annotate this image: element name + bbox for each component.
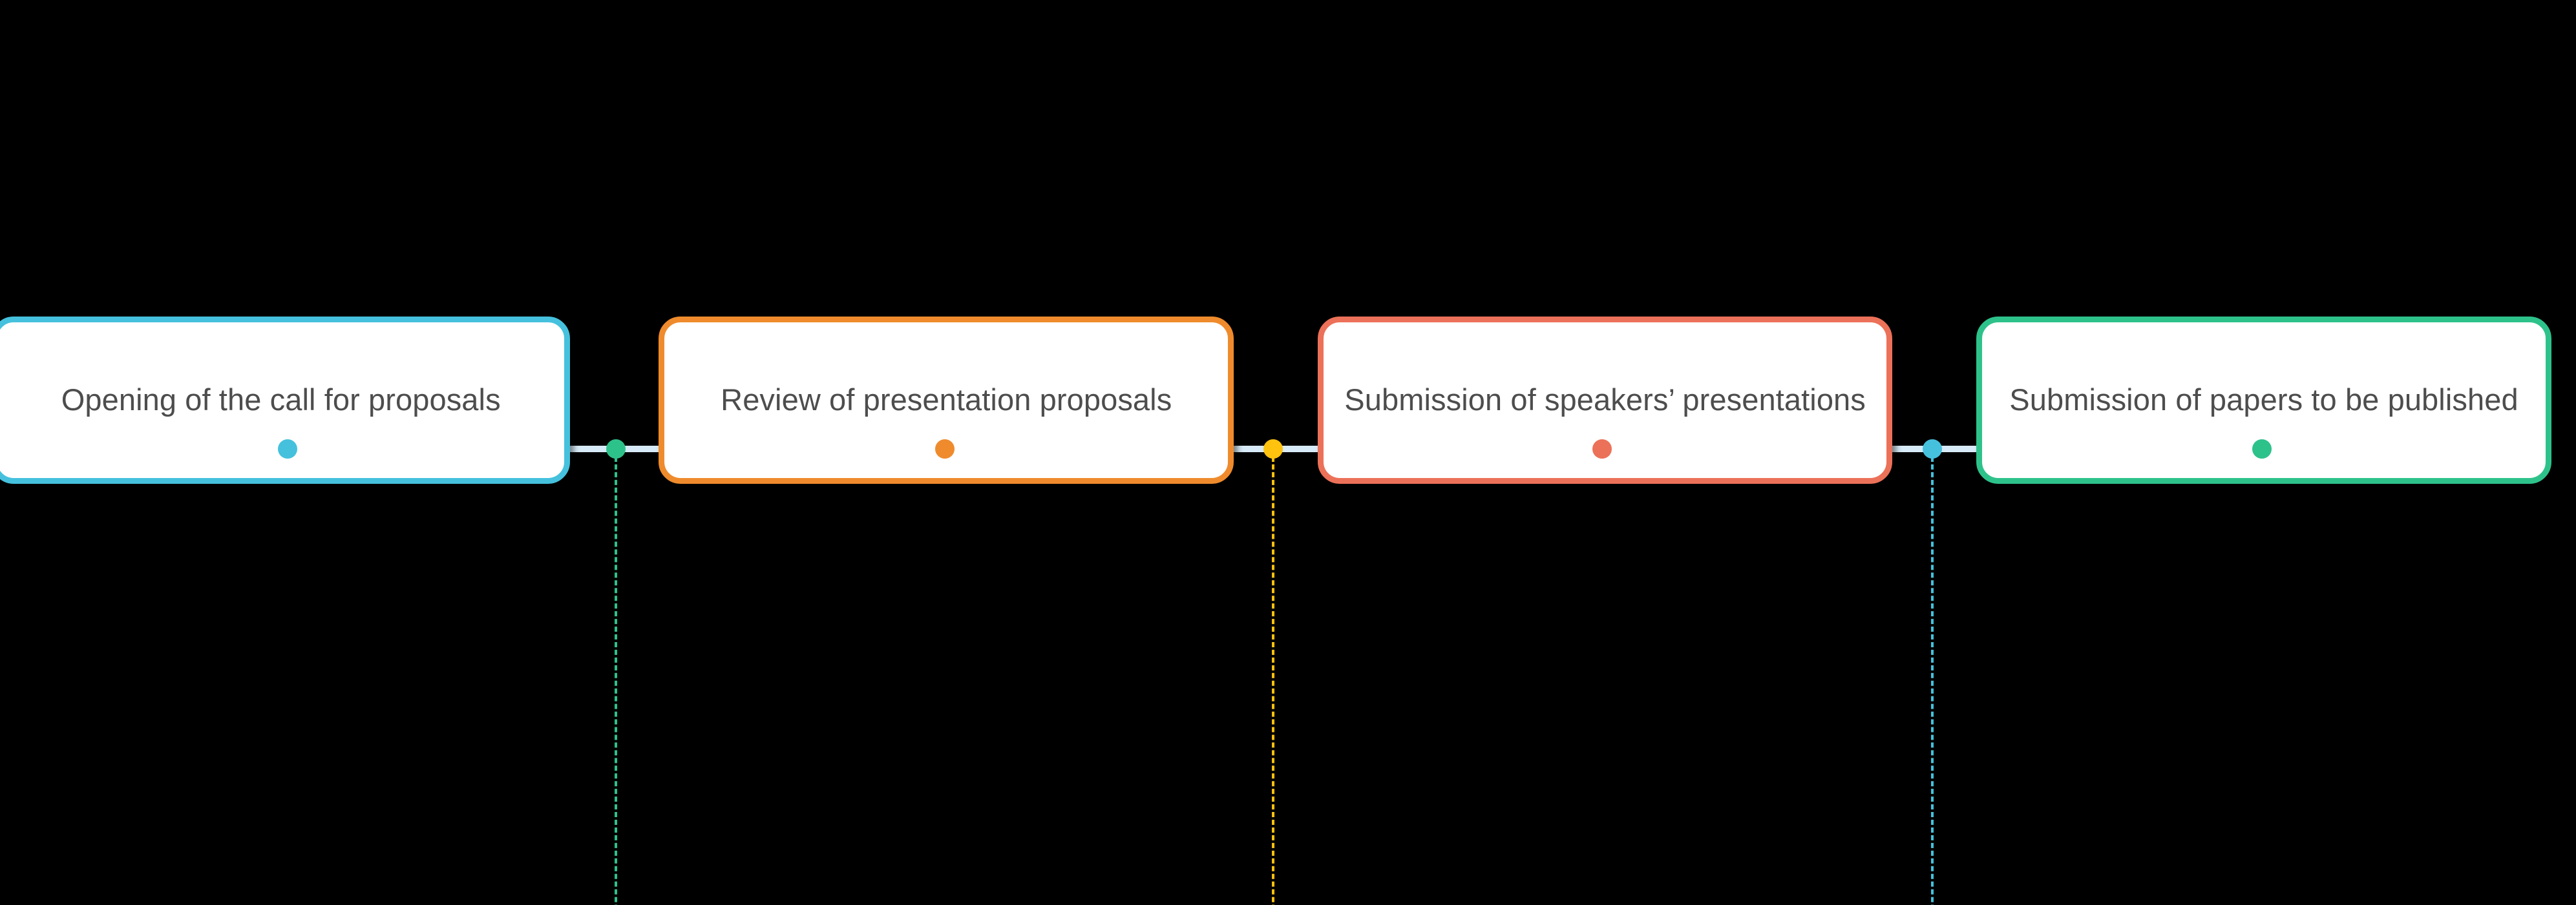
- milestone-dot-papers-publication[interactable]: [2252, 439, 2272, 459]
- event-box-papers-publication[interactable]: Submission of papers to be published: [1976, 316, 2551, 484]
- connector-line: [1930, 449, 1934, 905]
- event-box-label: Submission of papers to be published: [2009, 382, 2518, 417]
- milestone-dot-opening-call[interactable]: [277, 439, 297, 459]
- timeline-axis-line: [0, 446, 2507, 452]
- connector-line: [1272, 449, 1275, 905]
- connector-line: [615, 449, 618, 905]
- milestone-dot-review-proposals[interactable]: [934, 439, 955, 459]
- milestone-dot-abstracts-submission[interactable]: [606, 439, 626, 459]
- event-box-speakers-presentations[interactable]: Submission of speakers’ presentations: [1317, 316, 1893, 484]
- event-box-label: Submission of speakers’ presentations: [1344, 382, 1866, 417]
- event-box-review-proposals[interactable]: Review of presentation proposals: [659, 316, 1234, 484]
- milestone-dot-speakers-presentations[interactable]: [1592, 439, 1612, 459]
- event-box-label: Review of presentation proposals: [721, 382, 1172, 417]
- event-box-label: Opening of the call for proposals: [61, 382, 501, 417]
- milestone-dot-committee-notification[interactable]: [1263, 439, 1283, 459]
- milestone-dot-endorse-2025[interactable]: [1922, 439, 1942, 459]
- event-box-opening-call[interactable]: Opening of the call for proposals: [0, 316, 571, 484]
